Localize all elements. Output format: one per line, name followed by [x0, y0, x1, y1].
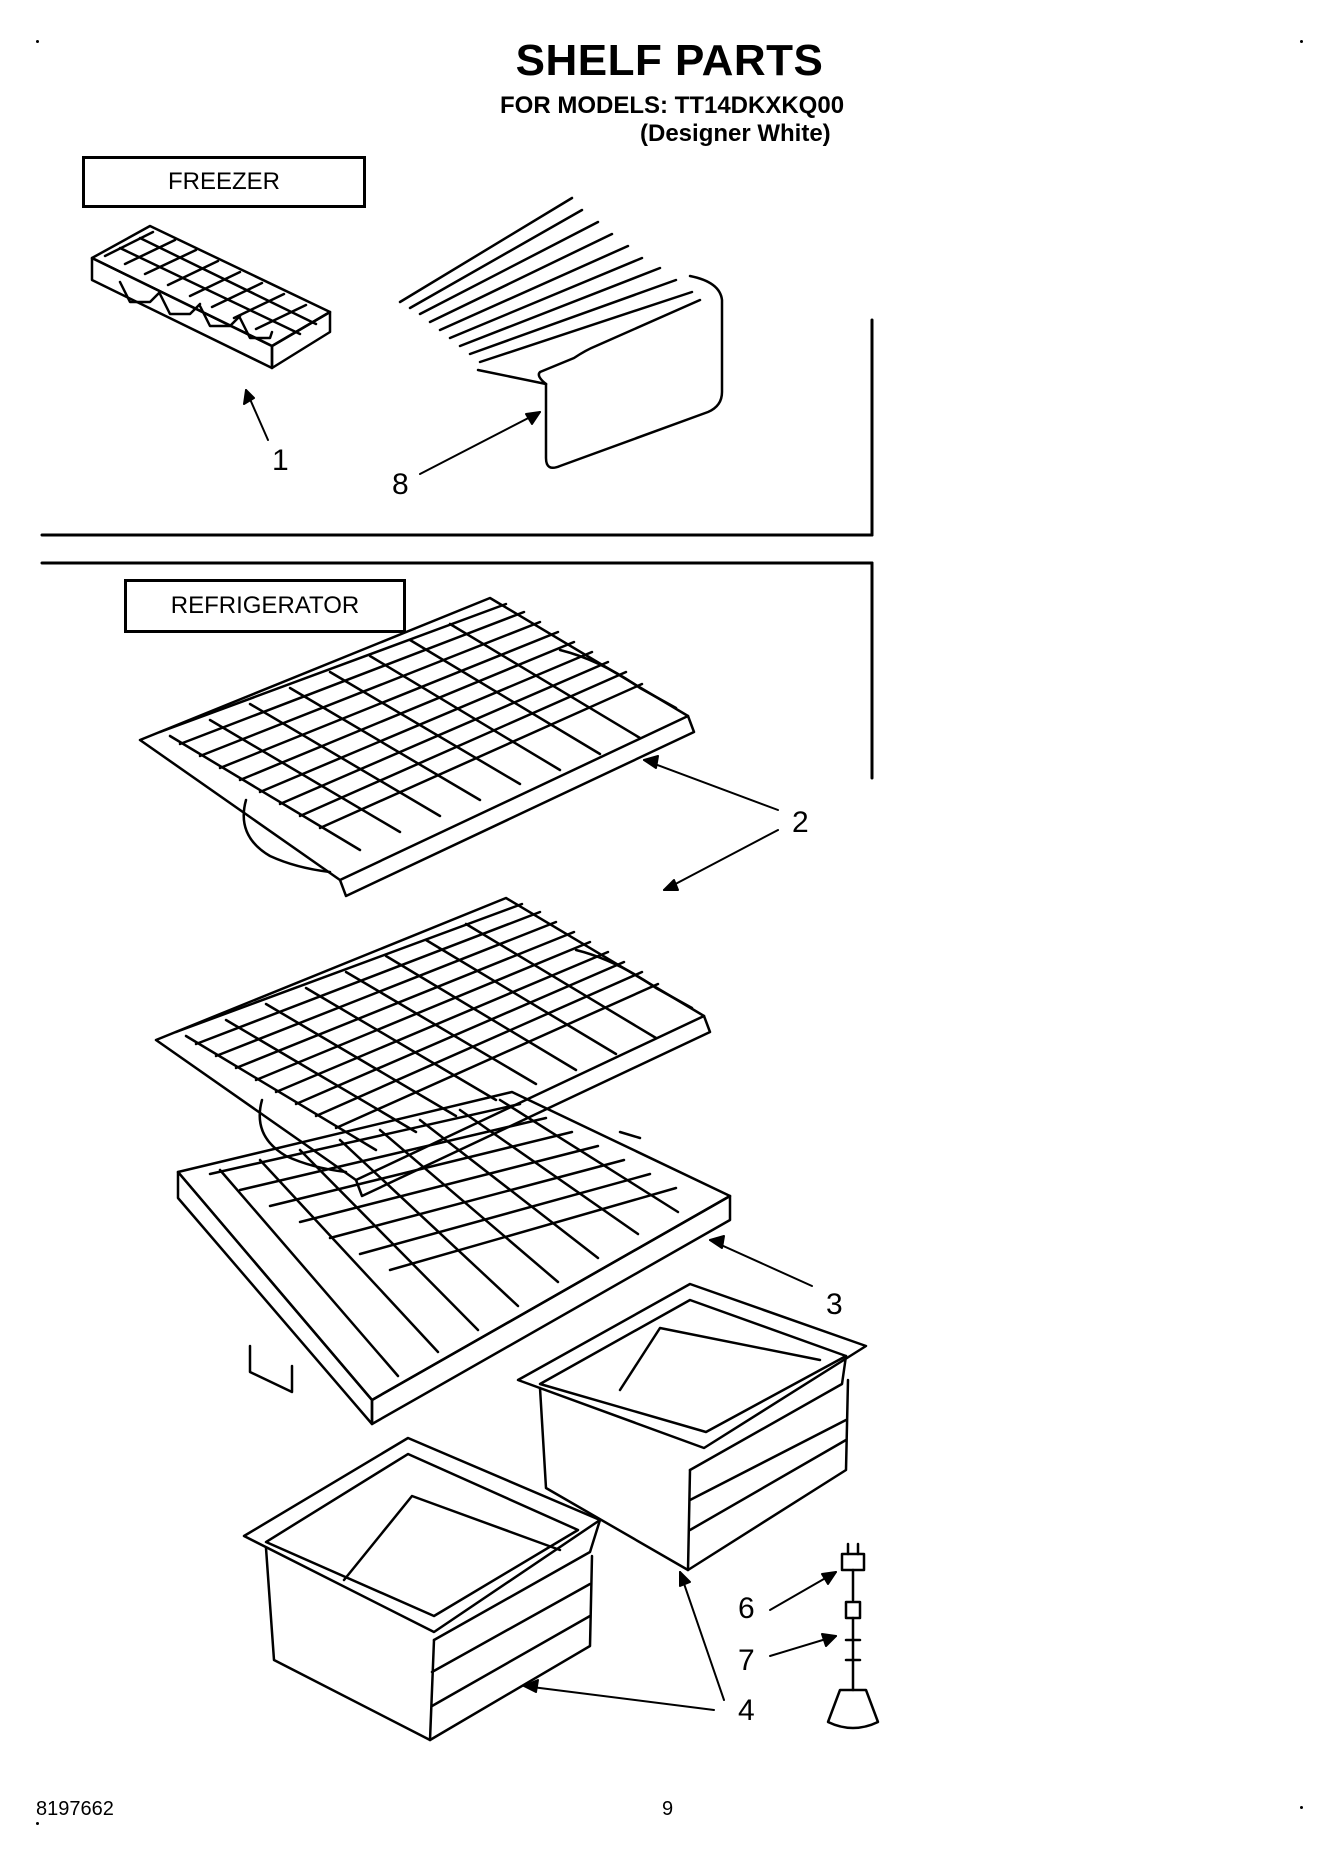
callout-1: 1: [272, 444, 289, 477]
corner-mark-tl: [36, 40, 39, 43]
callout-7: 7: [738, 1644, 755, 1677]
leveler-drawing: [826, 1542, 880, 1730]
crisper-lower-drawing: [242, 1436, 602, 1742]
doc-number: 8197662: [36, 1798, 114, 1820]
freezer-shelf-drawing: [398, 196, 724, 469]
crisper-upper-drawing: [516, 1282, 868, 1572]
corner-mark-bl: [36, 1822, 39, 1825]
glass-shelf-drawing: [176, 1090, 732, 1426]
wire-shelf-lower-drawing: [154, 896, 712, 1198]
page-title: SHELF PARTS: [515, 36, 824, 85]
wire-shelf-upper-drawing: [138, 596, 696, 898]
callout-2: 2: [792, 806, 809, 839]
callout-3: 3: [826, 1288, 843, 1321]
freezer-label: FREEZER: [82, 156, 366, 208]
leader-lines: [243, 389, 837, 1711]
refrigerator-label: REFRIGERATOR: [124, 579, 406, 633]
section-frame-lines: [40, 318, 874, 780]
color-line: (Designer White): [640, 120, 831, 147]
page-number: 9: [662, 1798, 674, 1820]
corner-mark-tr: [1300, 40, 1303, 43]
corner-mark-br: [1300, 1806, 1303, 1809]
callout-4: 4: [738, 1694, 755, 1727]
callout-8: 8: [392, 468, 409, 501]
callout-6: 6: [738, 1592, 755, 1625]
ice-tray-drawing: [90, 224, 332, 370]
models-line: FOR MODELS: TT14DKXKQ00: [500, 92, 845, 119]
